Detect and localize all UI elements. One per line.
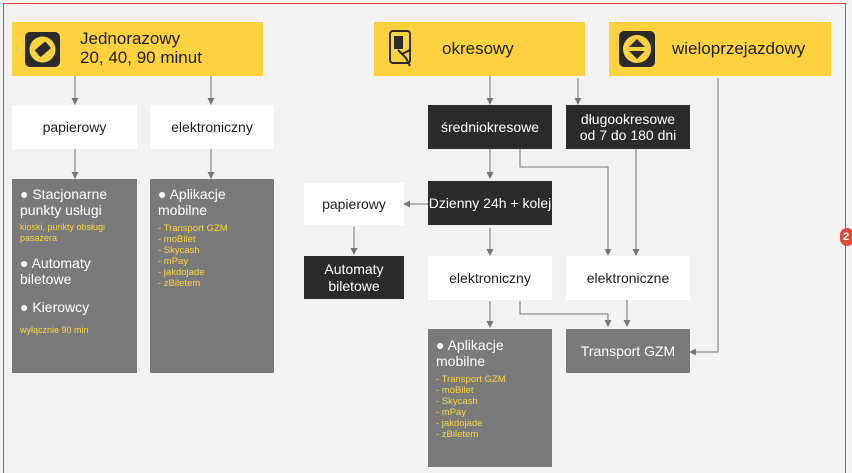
single-ticket-line1: Jednorazowy (80, 29, 181, 48)
app-item: - moBilet (158, 234, 196, 246)
daily-ticket-box: Dzienny 24h + kolej (428, 181, 552, 225)
app-item: - mPay (436, 406, 467, 418)
arrow-medium-to-electronic-plural (519, 149, 612, 256)
right-mobile-apps-box: ● Aplikacje mobilne - Transport GZM - mo… (428, 329, 552, 467)
header-multi-ride-ticket: wieloprzejazdowy (609, 22, 831, 76)
medium-term-box: średniokresowe (428, 105, 552, 149)
single-ticket-title: Jednorazowy 20, 40, 90 minut (80, 29, 202, 67)
right-electronic-plural-box: elektroniczne (566, 256, 690, 300)
sale-points-sub: kioski, punkty obsługi pasażera (20, 222, 106, 244)
paper-sale-points-box: ● Stacjonarne punkty usługi kioski, punk… (12, 179, 137, 373)
left-electronic-box: elektroniczny (150, 105, 274, 149)
header-periodic-ticket: okresowy (374, 22, 585, 76)
app-item: - Transport GZM (436, 374, 506, 386)
app-item: - moBilet (436, 385, 474, 397)
mobile-apps-list: - Transport GZM - moBilet - Skycash - mP… (158, 223, 266, 290)
app-item: - mPay (158, 255, 189, 267)
phone-card-icon (384, 28, 418, 69)
header-single-ticket: Jednorazowy 20, 40, 90 minut (12, 22, 263, 76)
left-mobile-apps-box: ● Aplikacje mobilne - Transport GZM - mo… (150, 179, 274, 373)
app-item: - zBiletem (158, 277, 201, 289)
up-down-arrows-icon (619, 31, 655, 67)
app-item: - zBiletem (436, 428, 479, 440)
left-paper-box: papierowy (12, 105, 137, 149)
transport-gzm-box: Transport GZM (566, 329, 690, 373)
drivers-item: ● Kierowcy (20, 298, 90, 315)
right-electronic-box: elektroniczny (428, 256, 552, 300)
app-item: - jakdojade (436, 417, 483, 429)
machines-item: ● Automaty biletowe (20, 254, 91, 287)
periodic-ticket-title: okresowy (442, 39, 514, 58)
arrow-electronic-to-transport (519, 301, 612, 327)
app-item: - Transport GZM (158, 223, 228, 235)
sale-points-item: ● Stacjonarne punkty usługi (20, 186, 108, 219)
single-ticket-line2: 20, 40, 90 minut (80, 47, 202, 67)
annotation-badge: 2 (840, 228, 852, 246)
app-item: - Skycash (158, 245, 200, 257)
mobile-apps-title: ● Aplikacje mobilne (436, 337, 504, 370)
mobile-apps-list: - Transport GZM - moBilet - Skycash - mP… (436, 374, 544, 441)
app-item: - Skycash (436, 396, 478, 408)
ticket-machines-box: Automaty biletowe (304, 256, 404, 299)
multi-ride-ticket-title: wieloprzejazdowy (672, 39, 806, 58)
right-paper-box: papierowy (304, 183, 404, 225)
arrow-multi-to-transport (689, 78, 719, 356)
mobile-apps-title: ● Aplikacje mobilne (158, 186, 226, 219)
drivers-sub: wyłącznie 90 min (20, 324, 89, 335)
app-item: - jakdojade (158, 266, 205, 278)
ticket-icon (25, 32, 60, 67)
long-term-box: długookresowe od 7 do 180 dni (566, 105, 690, 149)
